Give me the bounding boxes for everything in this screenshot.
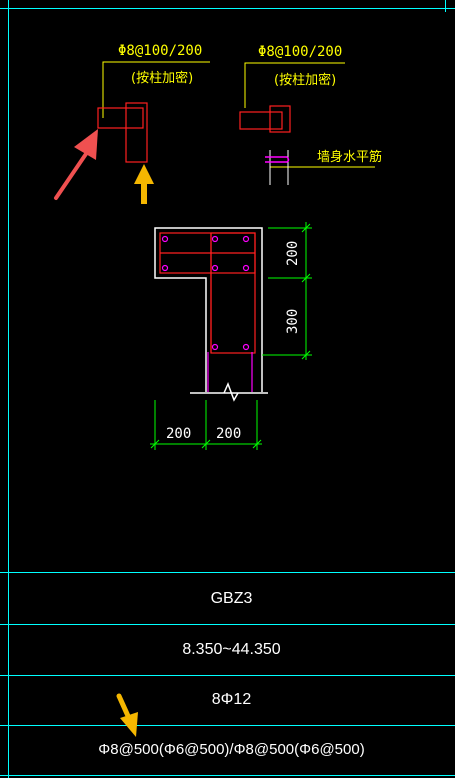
dimension-middle: 300 (285, 309, 301, 334)
stirrup-left (97, 102, 148, 163)
callout-note-left: (按柱加密) (131, 70, 193, 86)
dimension-lines-horizontal (150, 400, 262, 450)
dimension-top: 200 (285, 241, 301, 266)
callout-note-right: (按柱加密) (274, 72, 336, 88)
callout-main-right: Φ8@100/200 (258, 44, 342, 60)
wall-horizontal-bar-label: 墙身水平筋 (317, 149, 382, 165)
stirrup-right (239, 105, 291, 185)
dimension-lines-vertical (262, 222, 312, 360)
dimension-bottom-left: 200 (166, 426, 191, 442)
callout-leader-left (102, 61, 210, 118)
detail-right: Φ8@100/200 (按柱加密) 墙身水平筋 (239, 44, 382, 185)
column-section: 200 300 200 200 (150, 222, 312, 450)
section-stirrups (159, 232, 256, 354)
detail-left: Φ8@100/200 (按柱加密) (54, 43, 210, 204)
table-elevation: 8.350~44.350 (182, 641, 281, 658)
yellow-arrow-down-icon (116, 693, 138, 737)
dimension-bottom-right: 200 (216, 426, 241, 442)
longitudinal-bars (161, 235, 250, 351)
section-wall-bars (207, 352, 253, 392)
concrete-outline (154, 227, 268, 402)
table-name: GBZ3 (210, 590, 253, 607)
wall-bar-hook (265, 156, 290, 163)
red-arrow-icon (54, 129, 98, 200)
table-longitudinal-bars: 8Φ12 (211, 691, 252, 708)
callout-main-left: Φ8@100/200 (118, 43, 202, 59)
yellow-arrow-up-icon (134, 164, 154, 204)
table-stirrups: Φ8@500(Φ6@500)/Φ8@500(Φ6@500) (98, 741, 365, 758)
